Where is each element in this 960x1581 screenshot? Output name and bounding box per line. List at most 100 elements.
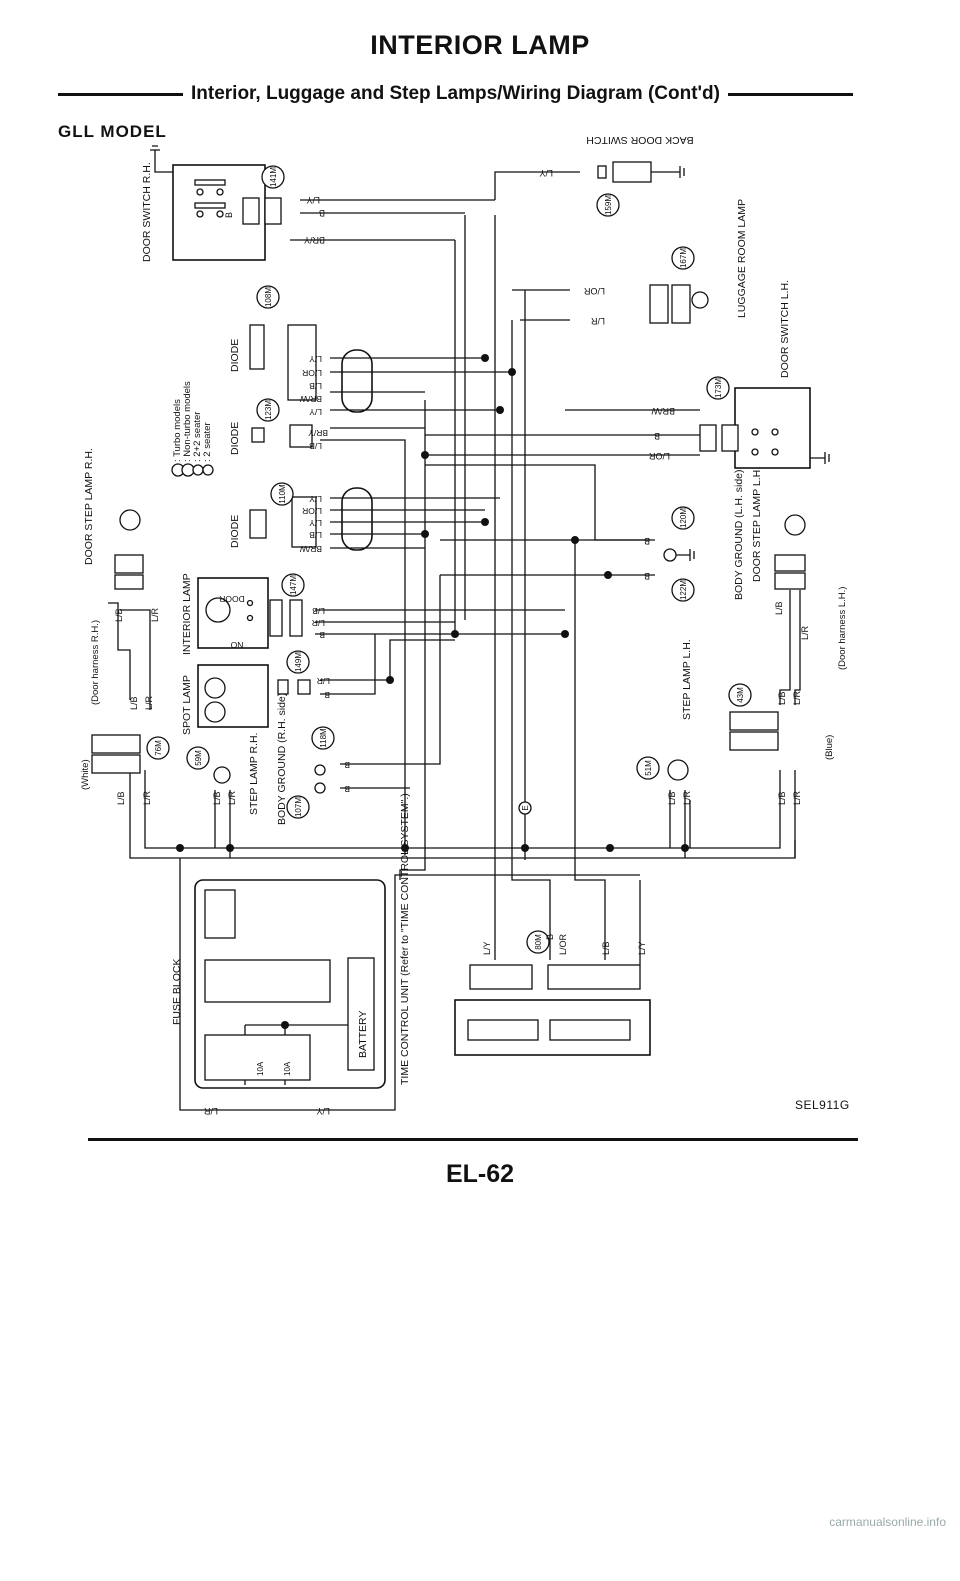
junction-dot [481, 518, 489, 526]
connector-149m-male [277, 679, 289, 695]
tcu-connector-b [547, 964, 641, 990]
badge-122m [671, 578, 695, 602]
wire-backdoor-ly [494, 171, 580, 200]
body-ground-rh-label: BODY GROUND (R.H. side) [276, 693, 288, 825]
junction-dot [508, 368, 516, 376]
contact [771, 448, 779, 456]
legend-nt: : Non-turbo models [182, 381, 193, 462]
badge-159m-text: 159M [604, 195, 613, 215]
badge-107m [286, 795, 310, 819]
contact [771, 428, 779, 436]
switch-bar [194, 202, 226, 209]
spot-lamp-label: SPOT LAMP [181, 675, 193, 735]
spot-lamp-box [197, 664, 269, 728]
junction-dot [281, 1021, 289, 1029]
badge-159m [596, 193, 620, 217]
wire-dsrh-lr [120, 609, 151, 710]
wire-label-lr: L/R [312, 618, 325, 628]
wire-label-lb: L/B [212, 791, 222, 805]
door-step-lh-bulb [784, 514, 806, 536]
wire-label-b: B [319, 630, 325, 640]
page-title: INTERIOR LAMP [370, 30, 590, 60]
badge-141m [261, 165, 285, 189]
contact [246, 599, 254, 607]
fuse-block-box [194, 879, 386, 1089]
junction-dot [421, 451, 429, 459]
time-control-unit: TIME CONTROL UNIT (Refer to "TIME CONTRO… [399, 793, 651, 1085]
fuse-block: BATTERY 10A 10A FUSE BLOCK [171, 879, 386, 1089]
wire-fuse-ly [265, 874, 640, 1111]
door-step-lamp-rh-label: DOOR STEP LAMP R.H. [83, 448, 95, 565]
diode-label: DIODE [229, 339, 241, 372]
junction-dots [176, 354, 689, 1029]
badge-123m [256, 398, 280, 422]
tc-bracket [341, 349, 373, 413]
step-lamp-rh: STEP LAMP R.H. BODY GROUND (R.H. side) [213, 693, 326, 825]
badge-51m [636, 756, 660, 780]
contact [216, 210, 224, 218]
junction-dot [561, 630, 569, 638]
wire-label-lr: L/R [317, 676, 330, 686]
connector-147m-male [269, 599, 283, 637]
badge-e-text: E [521, 805, 530, 810]
fuse-section-b [204, 959, 331, 1003]
ground-symbol [150, 145, 160, 160]
wire-label-ly: L/Y [309, 494, 322, 504]
badge-120m-text: 120M [679, 508, 688, 528]
wire-label-lr: L/R [682, 790, 692, 805]
diode-110m-body [249, 509, 267, 539]
wire-network [108, 171, 801, 1111]
wire-label-b: B [224, 212, 234, 218]
wire-label-lr: L/R [144, 695, 154, 710]
badge-107m-text: 107M [294, 797, 303, 817]
wire-label-ly: L/Y [306, 195, 320, 205]
fuse-block-label: FUSE BLOCK [171, 958, 183, 1025]
connector-badges: 141M 159M 167M 108M 123M 173M 110M 120M … [146, 165, 752, 954]
wire-label-lb: L/B [774, 601, 784, 615]
step-lamp-lh: STEP LAMP L.H. [667, 639, 693, 781]
junction-dot [401, 844, 409, 852]
badge-76m [146, 736, 170, 760]
wire-label-lr: L/R [142, 790, 152, 805]
diode-110m: DIODE [229, 496, 317, 548]
badge-59m [186, 746, 210, 770]
page-rule [88, 1138, 858, 1141]
badge-108m-text: 108M [264, 287, 273, 307]
junction-dot [521, 844, 529, 852]
connector-173m-male [699, 424, 717, 452]
interior-lamp: DOOR ON INTERIOR LAMP [181, 573, 303, 655]
wire-label-b: B [545, 934, 555, 940]
badge-147m-text: 147M [289, 575, 298, 595]
badge-108m [256, 285, 280, 309]
badge-118m-text: 118M [319, 728, 328, 748]
door-switch-lh: DOOR SWITCH L.H. [699, 280, 830, 469]
wire-label-lr: L/R [800, 625, 810, 640]
badge-59m-text: 59M [194, 750, 203, 766]
wire-label-ly: L/Y [637, 941, 647, 955]
wire-label-b: B [344, 784, 350, 794]
fuse-section-a [204, 889, 236, 939]
wire-label-bry: BR/Y [308, 428, 328, 438]
legend-t: : 2 seater [202, 422, 213, 462]
badge-149m [286, 650, 310, 674]
junction-dot [681, 844, 689, 852]
legend: : Turbo models : Non-turbo models : 2+2 … [171, 381, 214, 477]
luggage-connector-b [671, 284, 691, 324]
back-door-connector [597, 165, 607, 179]
contact [751, 428, 759, 436]
wire-label-lor: L/OR [302, 368, 322, 378]
lh-ground [810, 452, 830, 464]
page-subtitle: Interior, Luggage and Step Lamps/Wiring … [58, 82, 853, 106]
badge-e [518, 801, 532, 815]
door-switch-rh-label: DOOR SWITCH R.H. [141, 162, 153, 262]
wire-label-brw: BR/W [300, 394, 322, 404]
legend-r: : 2+2 seater [192, 412, 203, 462]
door-step-lh-connector-b [774, 572, 806, 590]
connector-76m-a [91, 734, 141, 754]
ground-120m-point [663, 548, 677, 562]
ground-107m-point [314, 782, 326, 794]
tcu-box [454, 999, 651, 1056]
back-door-switch-label: BACK DOOR SWITCH [586, 134, 693, 146]
tcu-socket-b [549, 1019, 631, 1041]
harness-door-rh: (Door harness R.H.) [90, 620, 101, 705]
